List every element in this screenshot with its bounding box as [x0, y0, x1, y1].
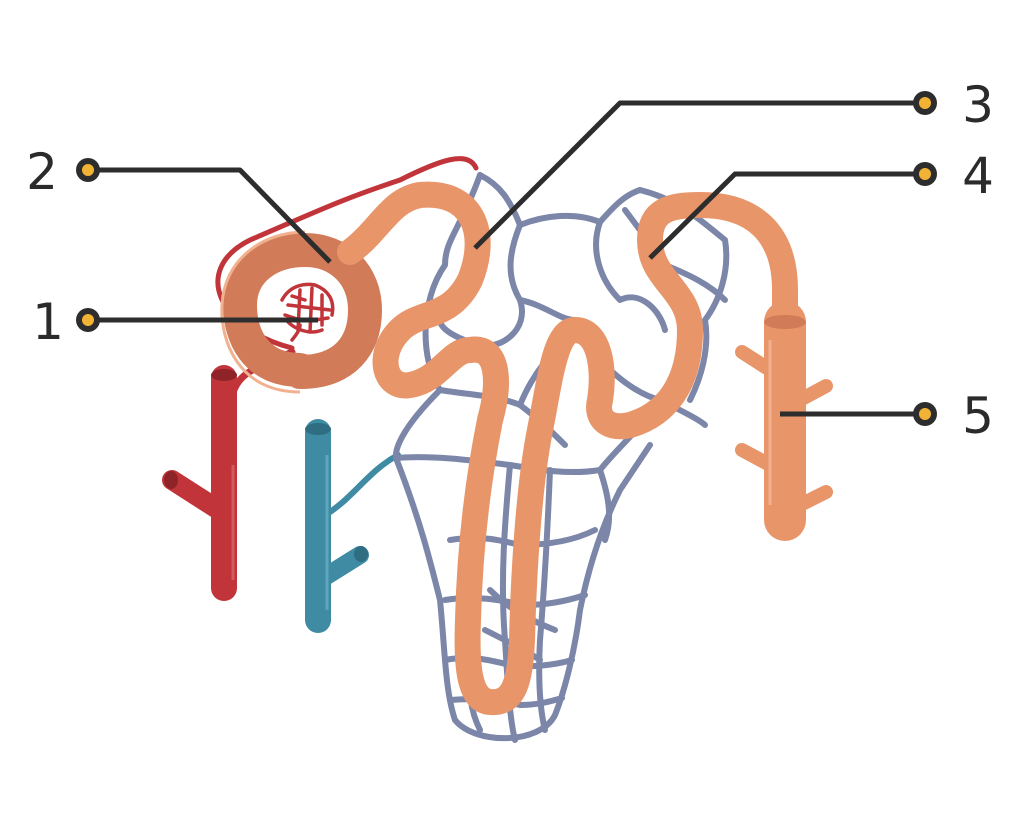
callout-label-2: 2	[26, 143, 58, 201]
capsule-outline	[220, 230, 306, 394]
callout-marker-4	[913, 162, 937, 186]
callout-labels: 1 2 3 4 5	[26, 76, 994, 445]
callout-label-1: 1	[32, 293, 64, 351]
vein-branch	[327, 452, 401, 515]
glomerulus	[277, 282, 335, 342]
callout-marker-5	[913, 402, 937, 426]
callout-markers	[76, 91, 937, 426]
bowmans-capsule	[222, 232, 383, 389]
renal-vein	[305, 419, 401, 633]
callout-marker-2	[76, 158, 100, 182]
callout-label-4: 4	[962, 147, 994, 205]
leader-lines	[88, 100, 925, 417]
nephron-tubule	[220, 181, 798, 716]
leader-line-3	[473, 100, 925, 250]
collecting-duct	[735, 301, 833, 541]
capillary-network	[392, 172, 730, 743]
callout-label-3: 3	[962, 76, 994, 134]
callout-marker-1	[76, 308, 100, 332]
callout-marker-3	[913, 91, 937, 115]
leader-line-2	[88, 167, 332, 264]
callout-label-5: 5	[962, 387, 994, 445]
proximal-convoluted-tubule	[337, 181, 798, 716]
leader-line-4	[648, 171, 925, 260]
